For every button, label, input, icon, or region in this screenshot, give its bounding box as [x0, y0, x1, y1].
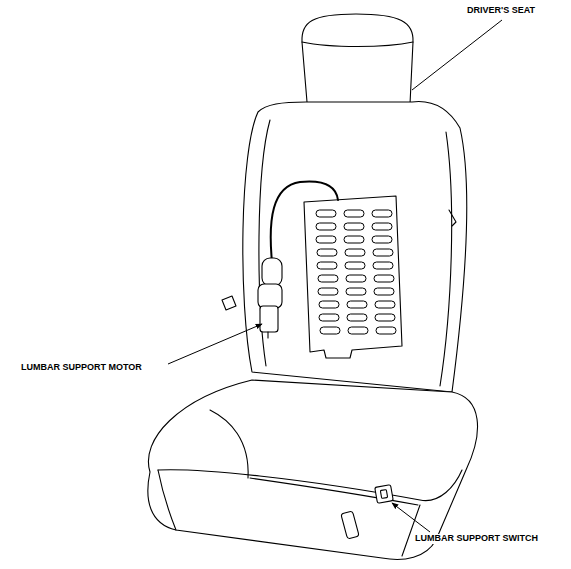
seat-cushion [148, 380, 478, 559]
lumbar-motor-drawing [258, 258, 282, 338]
part-label: LUMBAR SUPPORT MOTOR [20, 363, 143, 373]
part-label: LUMBAR SUPPORT SWITCH [414, 534, 539, 544]
leader-line [392, 503, 430, 532]
lumbar-plate [304, 196, 402, 358]
leader-line [168, 324, 262, 364]
lumbar-switch-drawing [341, 485, 393, 539]
seat-back [243, 102, 467, 392]
part-label: DRIVER'S SEAT [466, 6, 536, 16]
headrest [302, 14, 413, 104]
leader-line [412, 20, 502, 90]
plate-slots [316, 210, 396, 334]
